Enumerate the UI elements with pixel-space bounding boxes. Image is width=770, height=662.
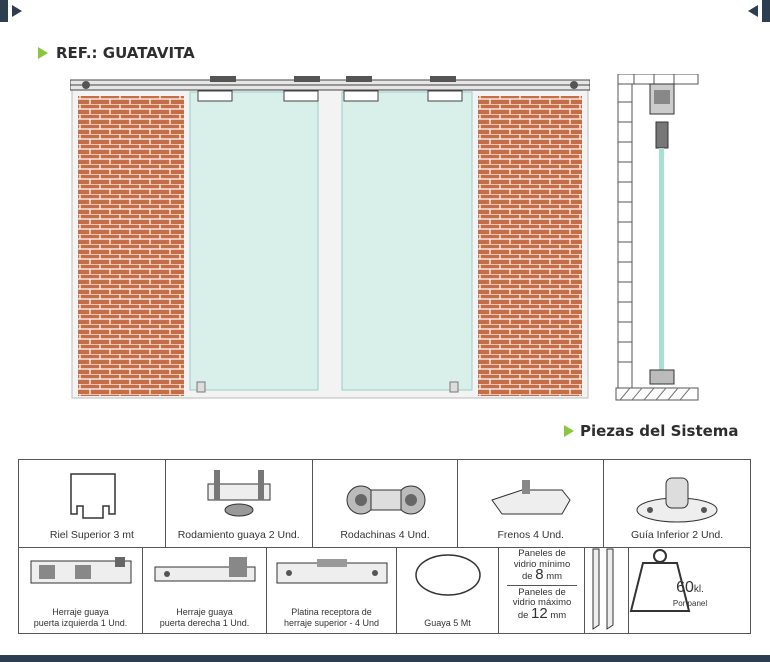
parts-row: Riel Superior 3 mt Rodamiento guaya 2 Un… bbox=[19, 460, 750, 548]
play-arrow-left-icon[interactable] bbox=[742, 0, 770, 22]
part-label: Herraje guaya bbox=[52, 607, 109, 617]
part-cell-bearing: Rodamiento guaya 2 Und. bbox=[166, 460, 313, 547]
weight-note: Por panel bbox=[672, 599, 708, 608]
glass-min-number: 8 bbox=[535, 566, 544, 583]
title-text: REF.: GUATAVITA bbox=[56, 44, 195, 62]
left-hardware-icon bbox=[30, 557, 132, 584]
footer-bar bbox=[0, 655, 770, 662]
part-cell-plate: Platina receptora de herraje superior - … bbox=[267, 547, 397, 633]
glass-min-line2: vidrio mínimo bbox=[513, 558, 571, 570]
bearing-icon bbox=[207, 470, 271, 517]
part-cell-glass-spec: Paneles de vidrio mínimo de 8 mm Paneles… bbox=[499, 547, 585, 633]
page-title: REF.: GUATAVITA bbox=[38, 44, 195, 62]
glass-max-de: de bbox=[517, 609, 529, 621]
part-cell-left-hardware: Herraje guaya puerta izquierda 1 Und. bbox=[19, 547, 143, 633]
glass-max-line2: vidrio máximo bbox=[512, 597, 572, 608]
part-label: herraje superior - 4 Und bbox=[283, 618, 380, 628]
part-cell-cable: Guaya 5 Mt bbox=[397, 547, 499, 633]
part-label: Rodachinas 4 Und. bbox=[340, 529, 430, 541]
cable-icon bbox=[415, 554, 481, 596]
weight-value: 60 bbox=[676, 579, 694, 596]
parts-table: Riel Superior 3 mt Rodamiento guaya 2 Un… bbox=[18, 459, 751, 634]
glass-panel-left bbox=[189, 91, 319, 391]
brick-wall-right bbox=[478, 96, 582, 396]
brake-icon bbox=[491, 480, 571, 515]
part-label: Herraje guaya bbox=[176, 607, 233, 617]
glass-panel-right bbox=[341, 91, 473, 391]
part-cell-weight: 60kl. Por panel bbox=[629, 547, 750, 633]
right-hardware-icon bbox=[154, 557, 256, 582]
glass-max-number: 12 bbox=[531, 604, 548, 622]
glass-max-unit: mm bbox=[550, 609, 567, 621]
glass-edge-icon bbox=[592, 548, 614, 630]
rail-profile-icon bbox=[70, 473, 116, 519]
brick-wall-left bbox=[78, 96, 184, 396]
front-elevation-drawing bbox=[70, 76, 590, 399]
glass-min-de: de bbox=[521, 571, 533, 582]
weight-unit: kl. bbox=[693, 584, 704, 595]
part-label: Rodamiento guaya 2 Und. bbox=[177, 529, 300, 541]
glass-min-unit: mm bbox=[546, 571, 563, 582]
bullet-triangle-icon bbox=[38, 47, 48, 59]
part-label: puerta izquierda 1 Und. bbox=[33, 618, 128, 628]
plate-icon bbox=[276, 559, 388, 584]
play-arrow-icon[interactable] bbox=[0, 0, 28, 22]
side-section-drawing bbox=[615, 74, 699, 401]
weight-icon bbox=[629, 549, 691, 612]
roller-icon bbox=[346, 485, 426, 515]
part-cell-guide: Guía Inferior 2 Und. bbox=[604, 460, 750, 547]
part-cell-rail: Riel Superior 3 mt bbox=[19, 460, 166, 547]
section-heading-text: Piezas del Sistema bbox=[580, 422, 739, 440]
floor-guide-icon bbox=[636, 477, 718, 523]
part-label: Guía Inferior 2 Und. bbox=[630, 529, 724, 541]
part-label: Frenos 4 Und. bbox=[497, 529, 565, 541]
part-label: Riel Superior 3 mt bbox=[49, 529, 134, 541]
part-cell-brakes: Frenos 4 Und. bbox=[458, 460, 605, 547]
parts-row: Herraje guaya puerta izquierda 1 Und. He… bbox=[19, 547, 750, 633]
part-label: puerta derecha 1 Und. bbox=[159, 618, 250, 628]
part-cell-right-hardware: Herraje guaya puerta derecha 1 Und. bbox=[143, 547, 267, 633]
part-label: Platina receptora de bbox=[291, 607, 372, 617]
part-cell-glass-edge bbox=[585, 547, 629, 633]
section-heading: Piezas del Sistema bbox=[564, 422, 739, 440]
part-cell-rollers: Rodachinas 4 Und. bbox=[313, 460, 459, 547]
part-label: Guaya 5 Mt bbox=[424, 618, 471, 628]
glass-min-line1: Paneles de bbox=[518, 548, 566, 559]
bullet-triangle-icon bbox=[564, 425, 574, 437]
glass-max-line1: Paneles de bbox=[518, 586, 566, 598]
